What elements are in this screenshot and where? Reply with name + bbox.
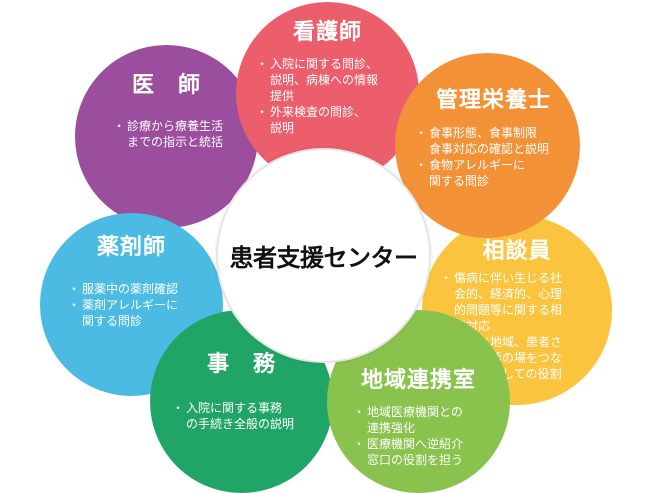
doctor-title: 医 師 <box>131 73 201 98</box>
clerk-circle: 事 務 入院に関する事務 の手続き全般の説明 <box>150 310 333 493</box>
clerk-title: 事 務 <box>206 352 276 377</box>
center-title: 患者支援センター <box>229 244 419 272</box>
nurse-duties: 入院に関する問診、 説明、病棟への情報 提供 外来検査の問診、 説明 <box>256 56 408 136</box>
nurse-title: 看護師 <box>292 20 362 45</box>
regional-liaison-duty-item: 医療機関へ逆紹介 窓口の役割を担う <box>353 436 505 468</box>
dietitian-duties: 食事形態、食事制限 食事対応の確認と説明 食物アレルギーに 関する問診 <box>415 125 577 189</box>
doctor-duties: 診療から療養生活 までの指示と統括 <box>113 118 255 150</box>
doctor-circle: 医 師 診療から療養生活 までの指示と統括 <box>75 45 258 228</box>
regional-liaison-duty-item: 地域医療機関との 連携強化 <box>353 404 505 436</box>
center-circle: 患者支援センター <box>218 150 429 361</box>
pharmacist-duty-item: 服薬中の薬剤確認 <box>68 281 215 297</box>
pharmacist-duty-item: 薬剤アレルギーに 関する問診 <box>68 297 215 329</box>
dietitian-duty-item: 食物アレルギーに 関する問診 <box>415 157 577 189</box>
clerk-duties: 入院に関する事務 の手続き全般の説明 <box>172 400 324 432</box>
dietitian-duty-item: 食事形態、食事制限 食事対応の確認と説明 <box>415 125 577 157</box>
clerk-duty-item: 入院に関する事務 の手続き全般の説明 <box>172 400 324 432</box>
doctor-duty-item: 診療から療養生活 までの指示と統括 <box>113 118 255 150</box>
dietitian-circle: 管理栄養士 食事形態、食事制限 食事対応の確認と説明 食物アレルギーに 関する問… <box>395 53 580 238</box>
counselor-title: 相談員 <box>482 239 552 264</box>
regional-liaison-title: 地域連携室 <box>360 368 476 393</box>
nurse-duty-item: 外来検査の問診、 説明 <box>256 104 408 136</box>
pharmacist-duties: 服薬中の薬剤確認 薬剤アレルギーに 関する問診 <box>68 281 215 329</box>
dietitian-title: 管理栄養士 <box>435 88 551 113</box>
regional-liaison-duties: 地域医療機関との 連携強化 医療機関へ逆紹介 窓口の役割を担う <box>353 404 505 468</box>
nurse-duty-item: 入院に関する問診、 説明、病棟への情報 提供 <box>256 56 408 104</box>
pharmacist-title: 薬剤師 <box>96 235 166 260</box>
